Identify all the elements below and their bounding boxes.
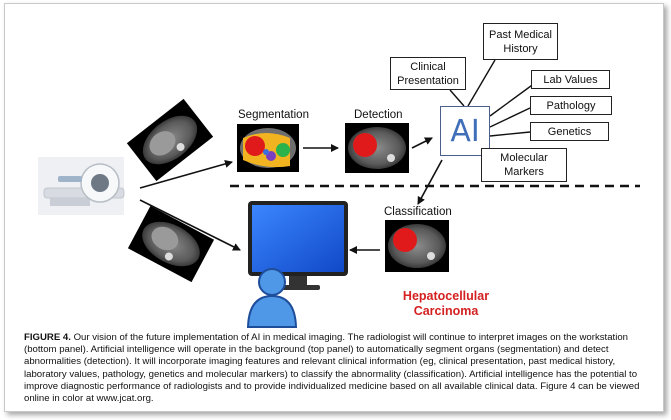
diagnosis-label: Hepatocellular Carcinoma: [402, 289, 490, 318]
pathology-box: Pathology: [530, 96, 612, 115]
classification-label: Classification: [384, 206, 452, 218]
detection-image: [345, 123, 409, 173]
caption-text: Our vision of the future implementation …: [24, 332, 640, 405]
genetics-box: Genetics: [530, 122, 609, 141]
figure-caption: FIGURE 4. Our vision of the future imple…: [24, 332, 654, 405]
workstation-monitor-icon: [248, 201, 348, 290]
ct-slice-top: [126, 98, 214, 182]
molecular-markers-box: Molecular Markers: [481, 148, 567, 182]
past-medical-history-box: Past Medical History: [483, 23, 558, 60]
figure-label: FIGURE 4.: [24, 332, 71, 343]
classification-image: [385, 220, 449, 272]
clinical-presentation-box: Clinical Presentation: [390, 57, 466, 90]
detection-label: Detection: [354, 109, 403, 121]
ai-workflow-diagram: [38, 59, 640, 328]
radiologist-user-icon: [246, 268, 298, 328]
ct-slice-bottom: [127, 205, 215, 283]
ai-box: AI: [440, 106, 490, 156]
segmentation-label: Segmentation: [238, 109, 309, 121]
lab-values-box: Lab Values: [531, 70, 610, 89]
flow-arrows: [139, 137, 443, 254]
segmentation-image: [237, 124, 299, 172]
ct-scanner-icon: [38, 157, 125, 215]
